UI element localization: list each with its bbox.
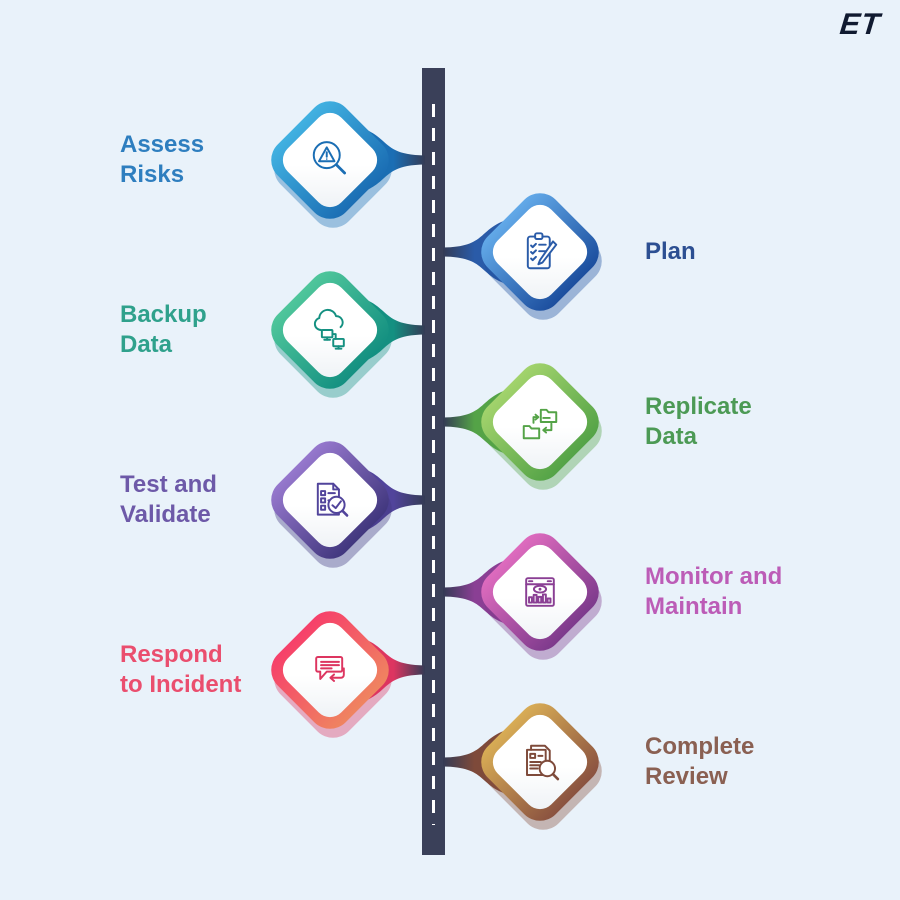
- step-label: Replicate Data: [645, 392, 752, 450]
- step-label: Respond to Incident: [120, 640, 242, 698]
- step-diamond: [262, 92, 398, 228]
- step-diamond: [472, 184, 608, 320]
- road-center-dash-line: [432, 104, 435, 825]
- step-label: Plan: [645, 237, 696, 265]
- step-label: Monitor and Maintain: [645, 562, 783, 620]
- step-diamond: [262, 602, 398, 738]
- dashboard-eye-icon: [525, 577, 555, 607]
- clipboard-checklist-icon: [526, 232, 558, 270]
- chat-reply-icon: [315, 656, 345, 682]
- step-diamond: [472, 524, 608, 660]
- step-diamond: [262, 262, 398, 398]
- step-diamond: [472, 354, 608, 490]
- timeline-road: [422, 68, 445, 855]
- brand-logo: ET: [837, 8, 882, 41]
- step-label: Complete Review: [645, 732, 755, 790]
- step-label: Backup Data: [120, 300, 207, 358]
- folder-sync-icon: [522, 408, 558, 440]
- step-diamond: [262, 432, 398, 568]
- step-label: Assess Risks: [120, 130, 205, 188]
- step-diamond: [472, 694, 608, 830]
- cloud-backup-icon: [313, 308, 345, 350]
- warning-magnifier-icon: [312, 141, 347, 175]
- document-verify-icon: [316, 482, 349, 517]
- step-label: Test and Validate: [120, 470, 217, 528]
- document-search-icon: [526, 744, 560, 781]
